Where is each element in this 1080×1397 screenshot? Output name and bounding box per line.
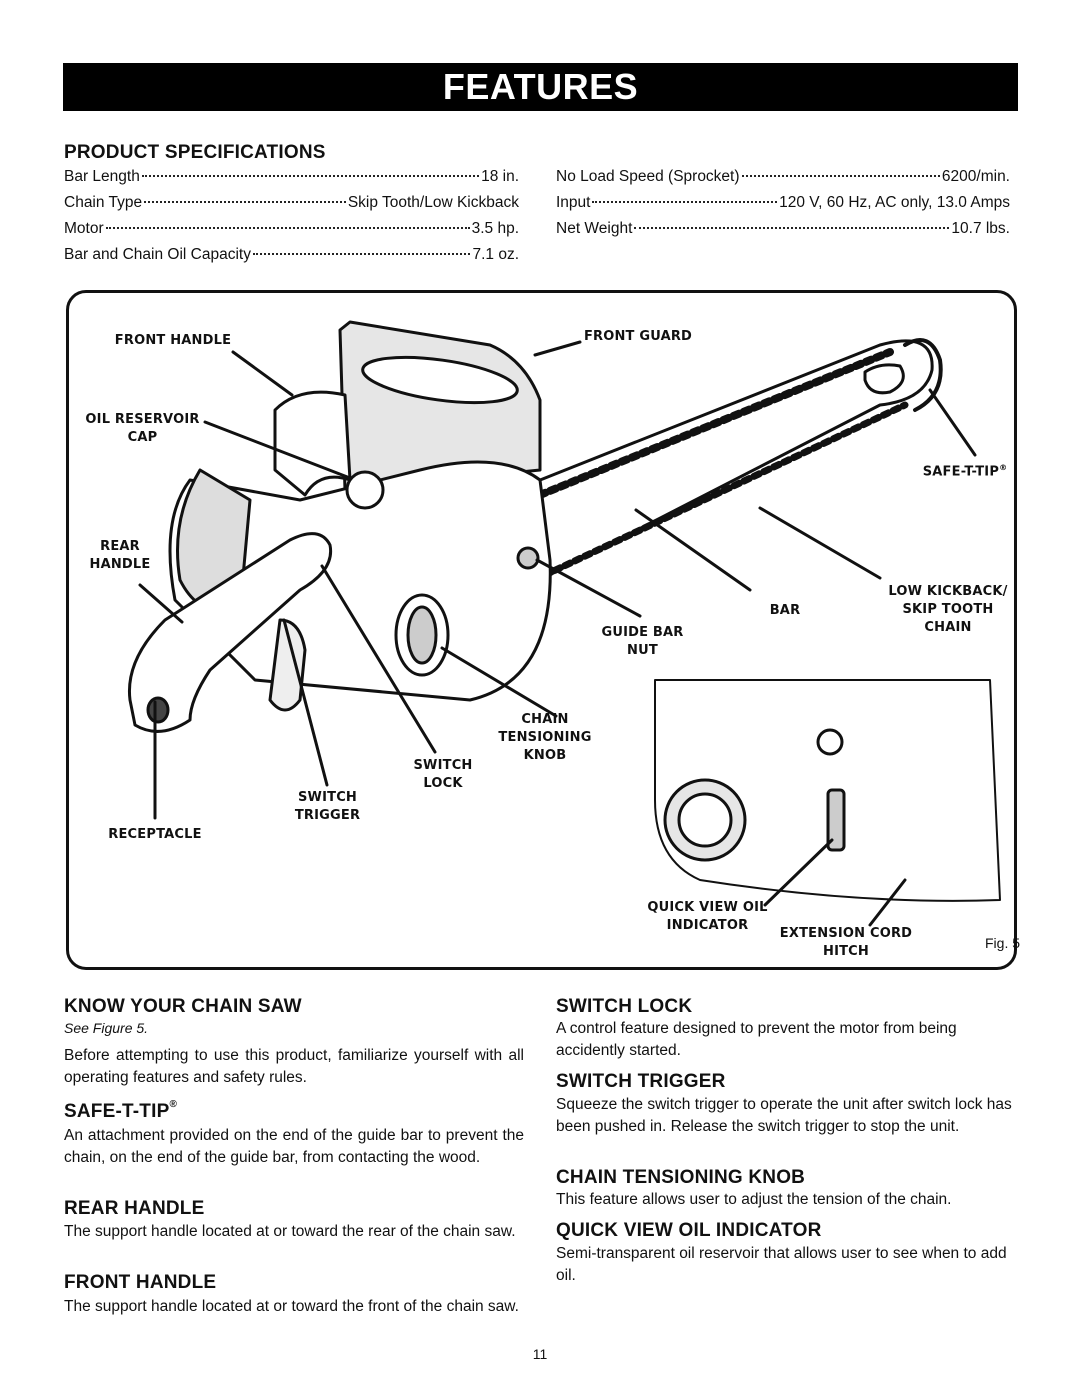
front-guard-slot (361, 355, 519, 405)
quick-view-oil-indicator-heading: QUICK VIEW OIL INDICATOR (556, 1220, 822, 1241)
leader-front-handle (231, 350, 294, 397)
page-number: 11 (532, 1346, 548, 1362)
chainsaw-illustration (127, 320, 1001, 927)
front-handle-text: The support handle located at or toward … (64, 1298, 519, 1315)
front-handle (273, 390, 352, 497)
oil-cap (345, 470, 385, 510)
chain-tensioning-knob-text: This feature allows user to adjust the t… (556, 1191, 952, 1208)
features-banner: FEATURES (63, 63, 1018, 111)
switch-lock-text: A control feature designed to prevent th… (556, 1020, 957, 1059)
spec-row: No Load Speed (Sprocket)6200/min. (556, 168, 1010, 185)
label-switch-trigger: SWITCH TRIGGER (294, 790, 361, 823)
inset-view (654, 679, 1001, 902)
label-bar: BAR (769, 603, 801, 618)
label-front-handle: FRONT HANDLE (114, 333, 232, 348)
label-switch-lock: SWITCH LOCK (413, 758, 473, 791)
chainsaw-figure-frame (66, 290, 1017, 970)
leader-guide-bar-nut (535, 558, 642, 618)
label-chain-tensioning-knob: CHAIN TENSIONING KNOB (498, 712, 592, 763)
leader-rear-handle (138, 583, 184, 624)
chain-tensioning-knob-heading: CHAIN TENSIONING KNOB (556, 1167, 806, 1188)
label-extension-cord-hitch: EXTENSION CORD HITCH (779, 926, 913, 959)
rear-handle (127, 532, 333, 733)
switch-lock-heading: SWITCH LOCK (556, 996, 693, 1017)
leader-extension-cord (868, 878, 907, 927)
know-your-chain-saw-heading: KNOW YOUR CHAIN SAW (64, 996, 302, 1017)
guide-bar-nut (516, 546, 540, 570)
inset-oil-indicator (826, 788, 846, 852)
leader-switch-trigger (282, 618, 329, 787)
chain-upper (536, 348, 894, 499)
safe-t-tip-heading: SAFE-T-TIP® (64, 1099, 178, 1122)
label-receptacle: RECEPTACLE (108, 827, 202, 842)
rear-handle-heading: REAR HANDLE (64, 1198, 205, 1219)
chain-lower (541, 401, 909, 579)
know-your-chain-saw-text: Before attempting to use this product, f… (64, 1047, 524, 1086)
guide-bar-slot (863, 363, 905, 395)
label-low-kickback-skip-tooth-chain: LOW KICKBACK/ SKIP TOOTH CHAIN (888, 584, 1008, 635)
figure-caption: Fig. 5 (985, 935, 1021, 951)
front-handle-heading: FRONT HANDLE (64, 1272, 217, 1293)
label-quick-view-oil-indicator: QUICK VIEW OIL INDICATOR (647, 900, 768, 933)
quick-view-oil-indicator-text: Semi-transparent oil reservoir that allo… (556, 1245, 1007, 1284)
label-safe-t-tip: SAFE-T-TIP® (922, 463, 1008, 480)
leader-low-kickback (758, 506, 882, 580)
leader-bar (634, 508, 752, 592)
leader-front-guard (533, 340, 582, 357)
guide-bar (518, 339, 934, 587)
leader-safe-t-tip (928, 388, 977, 457)
switch-trigger-heading: SWITCH TRIGGER (556, 1071, 726, 1092)
trigger (268, 618, 307, 712)
leader-switch-lock (320, 564, 437, 754)
label-oil-reservoir-cap: OIL RESERVOIR CAP (85, 412, 200, 445)
see-figure-note: See Figure 5. (64, 1020, 149, 1036)
safe-t-tip-text: An attachment provided on the end of the… (64, 1127, 524, 1166)
label-rear-handle: REAR HANDLE (89, 539, 151, 572)
label-front-guard: FRONT GUARD (583, 329, 693, 344)
rear-handle-text: The support handle located at or toward … (64, 1223, 516, 1240)
product-specifications-heading: PRODUCT SPECIFICATIONS (64, 142, 326, 163)
switch-trigger-text: Squeeze the switch trigger to operate th… (556, 1096, 1012, 1135)
safe-t-tip-guard (903, 338, 943, 412)
leader-quick-view-oil (763, 838, 834, 907)
leader-oil-cap (203, 420, 352, 480)
label-guide-bar-nut: GUIDE BAR NUT (601, 625, 684, 658)
motor-housing (168, 460, 552, 702)
leader-chain-tensioning-knob (440, 646, 558, 718)
